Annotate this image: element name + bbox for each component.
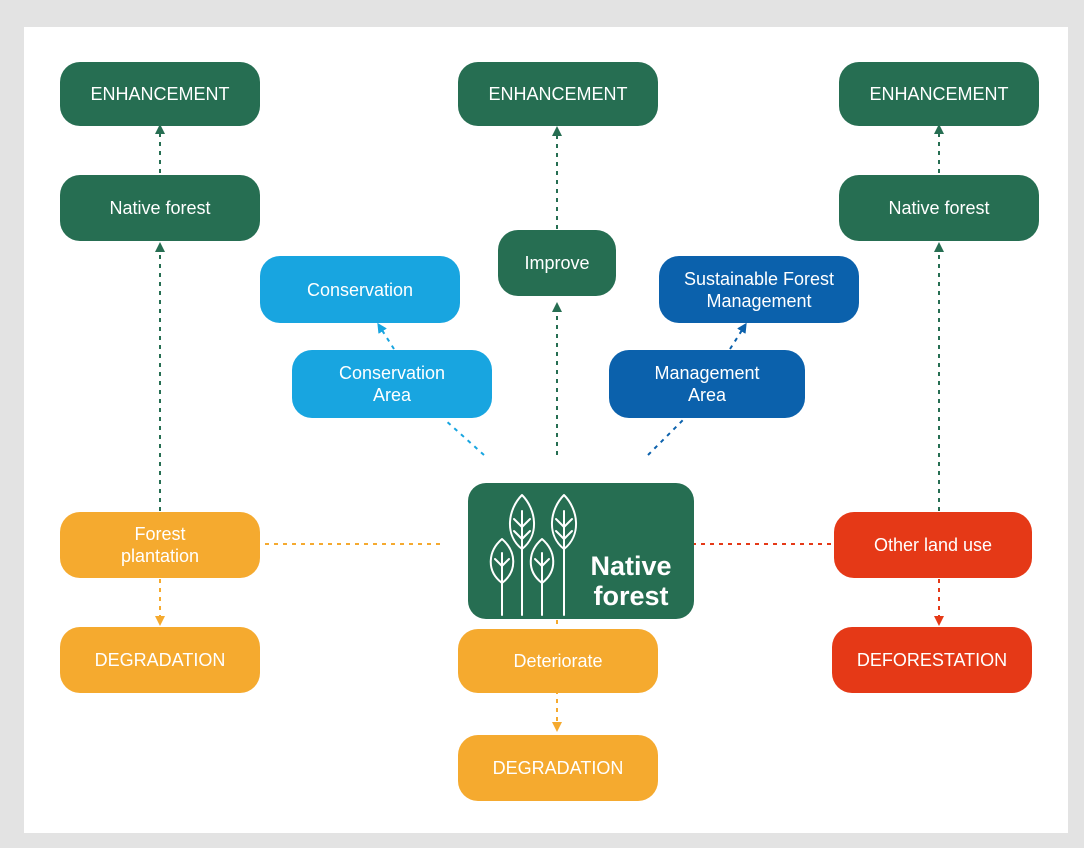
sfm-node: Sustainable Forest Management — [659, 256, 859, 323]
middle-enhancement-label: ENHANCEMENT — [488, 84, 628, 104]
deforestation-node: DEFORESTATION — [832, 627, 1032, 693]
improve-label: Improve — [524, 253, 590, 273]
middle-enhancement-node: ENHANCEMENT — [458, 62, 658, 126]
deteriorate-label: Deteriorate — [513, 651, 603, 671]
left-degradation-label: DEGRADATION — [94, 650, 226, 670]
conservation-area-node: Conservation Area — [292, 350, 492, 418]
edge-management-area-to-sfm — [729, 322, 747, 350]
native-forest-center-label: Native forest — [590, 551, 672, 611]
left-degradation-node: DEGRADATION — [60, 627, 260, 693]
conservation-node: Conservation — [260, 256, 460, 323]
sfm-label: Sustainable Forest Management — [683, 268, 835, 311]
forest-plantation-label: Forest plantation — [120, 524, 200, 566]
improve-node: Improve — [498, 230, 616, 296]
trees-icon — [489, 494, 578, 616]
other-land-use-label: Other land use — [873, 535, 993, 555]
right-enhancement-node: ENHANCEMENT — [839, 62, 1039, 126]
edge-center-to-conservation-area — [443, 418, 485, 456]
diagram-canvas: ENHANCEMENT Native forest Forest plantat… — [24, 27, 1068, 833]
left-enhancement-node: ENHANCEMENT — [60, 62, 260, 126]
left-enhancement-label: ENHANCEMENT — [90, 84, 230, 104]
edge-conservation-area-to-conservation — [377, 322, 395, 350]
right-native-forest-label: Native forest — [888, 198, 990, 218]
right-native-forest-node: Native forest — [839, 175, 1039, 241]
left-native-forest-node: Native forest — [60, 175, 260, 241]
edge-center-to-management-area — [647, 418, 685, 456]
conservation-label: Conservation — [306, 279, 414, 300]
deforestation-label: DEFORESTATION — [856, 650, 1008, 670]
deteriorate-node: Deteriorate — [458, 629, 658, 693]
left-native-forest-label: Native forest — [109, 198, 211, 218]
other-land-use-node: Other land use — [834, 512, 1032, 578]
middle-degradation-label: DEGRADATION — [492, 758, 624, 778]
middle-degradation-node: DEGRADATION — [458, 735, 658, 801]
management-area-node: Management Area — [609, 350, 805, 418]
conservation-area-label: Conservation Area — [338, 363, 446, 405]
native-forest-center-node: Native forest — [468, 483, 694, 619]
forest-plantation-node: Forest plantation — [60, 512, 260, 578]
right-enhancement-label: ENHANCEMENT — [869, 84, 1009, 104]
management-area-label: Management Area — [654, 363, 760, 405]
connector-layer — [155, 124, 944, 732]
